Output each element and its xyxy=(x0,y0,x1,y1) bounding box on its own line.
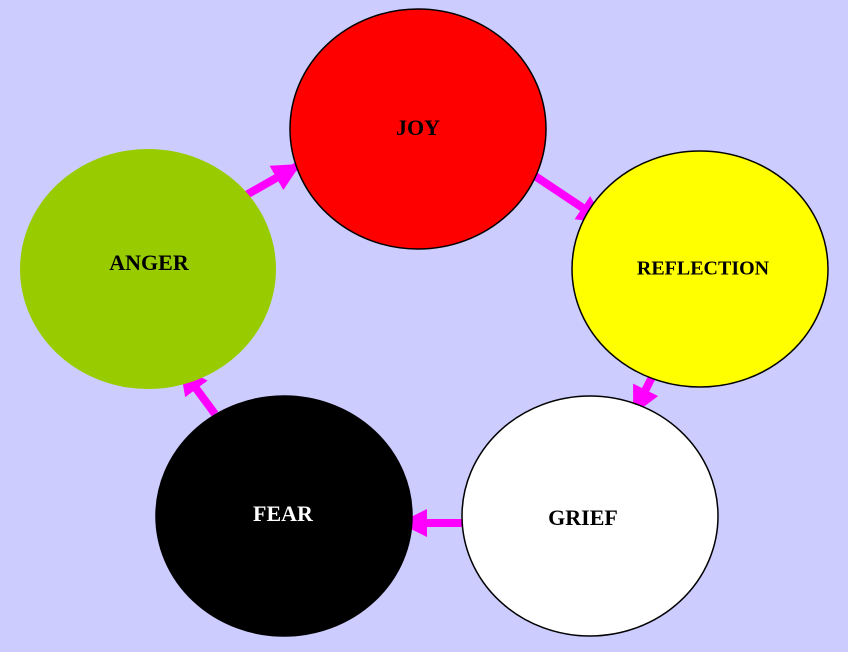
node-joy-circle xyxy=(289,8,547,250)
node-anger: ANGER xyxy=(20,149,276,389)
node-grief-label: GRIEF xyxy=(548,505,618,530)
node-anger-circle xyxy=(20,149,276,389)
node-anger-label: ANGER xyxy=(109,250,190,275)
node-fear-label: FEAR xyxy=(253,501,314,526)
node-reflection-label: REFLECTION xyxy=(637,258,770,280)
arrow-anger-to-joy xyxy=(239,161,301,202)
node-reflection-circle xyxy=(571,150,829,388)
node-reflection: REFLECTION xyxy=(571,150,829,388)
node-joy: JOY xyxy=(289,8,547,250)
node-fear: FEAR xyxy=(155,395,413,637)
node-joy-label: JOY xyxy=(396,115,440,140)
node-grief: GRIEF xyxy=(461,395,719,637)
node-grief-circle xyxy=(461,395,719,637)
node-fear-circle xyxy=(155,395,413,637)
